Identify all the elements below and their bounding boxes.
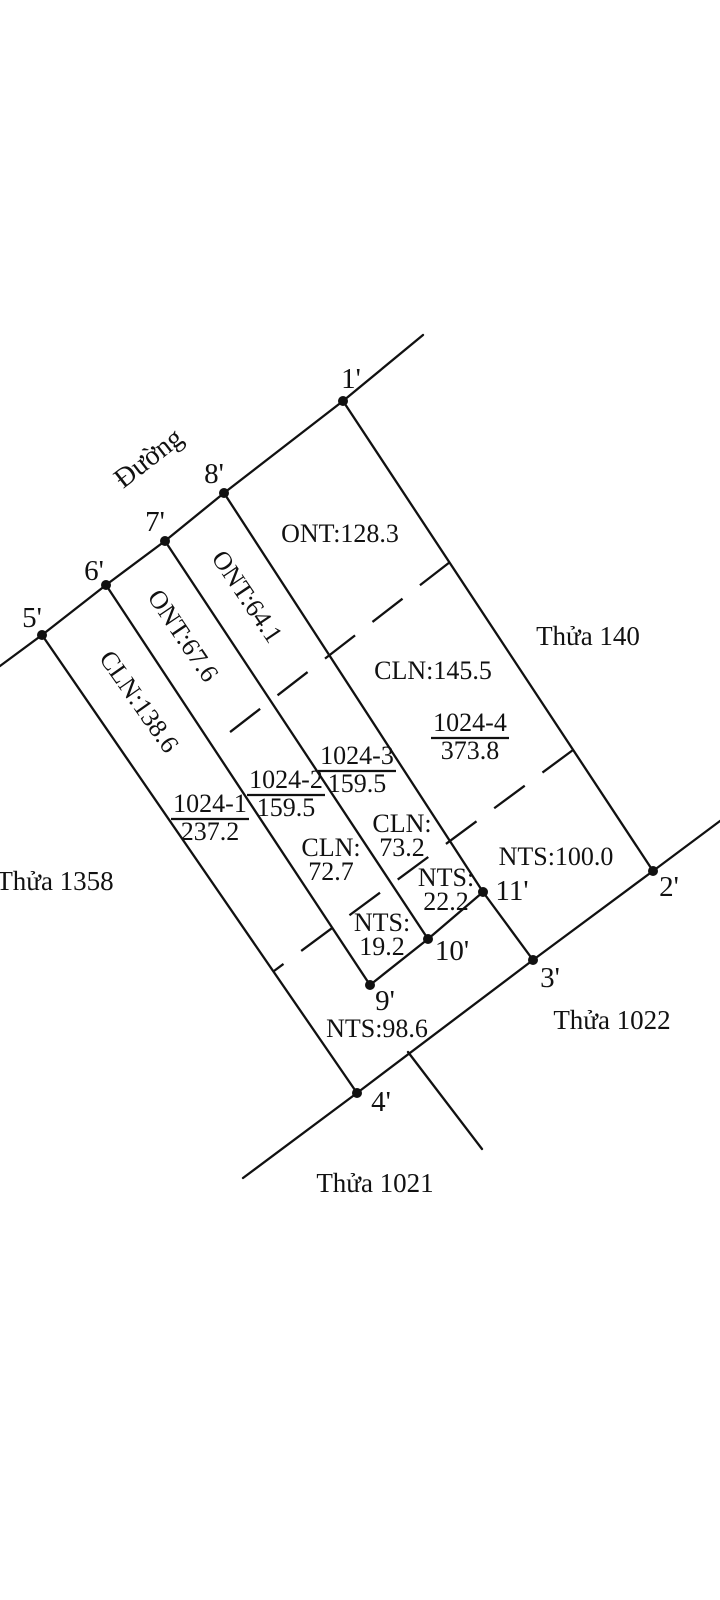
parcel-1024-2-label-id: 1024-2 — [249, 765, 323, 794]
point-label-8: 8' — [204, 458, 224, 490]
thua-1022-label: Thửa 1022 — [553, 1005, 670, 1035]
point-label-11: 11' — [495, 875, 528, 907]
thua-1021-label: Thửa 1021 — [316, 1168, 433, 1198]
point-label-1: 1' — [341, 363, 361, 395]
cln-138-label: CLN:138.6 — [93, 645, 184, 758]
nts-22-label-line1: NTS: — [418, 863, 474, 892]
parcel-1024-3-label-area: 159.5 — [328, 769, 387, 798]
ont-67-label: ONT:67.6 — [142, 584, 225, 687]
boundary-6-9 — [104, 583, 372, 987]
point-label-2: 2' — [659, 871, 679, 903]
cln-73-label-line2: 73.2 — [379, 833, 425, 862]
survey-point-10 — [423, 934, 433, 944]
nts-22-label-line2: 22.2 — [423, 887, 469, 916]
survey-point-6 — [101, 580, 111, 590]
nts-98-label: NTS:98.6 — [326, 1014, 428, 1043]
point-label-6: 6' — [84, 555, 104, 587]
boundary-5-4 — [40, 633, 359, 1095]
point-label-7: 7' — [145, 506, 165, 538]
cln-145-label: CLN:145.5 — [374, 656, 492, 685]
point-label-4: 4' — [371, 1086, 391, 1118]
cln-nts-divider — [273, 749, 574, 972]
ont-cln-divider — [211, 561, 451, 747]
ont-128-label: ONT:128.3 — [281, 519, 399, 548]
survey-point-7 — [160, 536, 170, 546]
boundary-1-2 — [341, 399, 655, 873]
point-label-10: 10' — [435, 935, 469, 967]
point-label-3: 3' — [540, 962, 560, 994]
cln-72-label-line1: CLN: — [301, 833, 360, 862]
step-9-10-11-3 — [368, 890, 535, 987]
survey-point-1 — [338, 396, 348, 406]
survey-point-9 — [365, 980, 375, 990]
boundary-7-10 — [163, 539, 430, 941]
cln-73-label-line1: CLN: — [372, 809, 431, 838]
parcel-1024-3-label-id: 1024-3 — [320, 741, 394, 770]
parcel-1024-4-label-id: 1024-4 — [433, 708, 507, 737]
survey-point-8 — [219, 488, 229, 498]
nts-19-label-line2: 19.2 — [359, 932, 405, 961]
neighbor-branch — [406, 1050, 484, 1151]
nts-19-label-line1: NTS: — [354, 908, 410, 937]
parcel-1024-1-label-id: 1024-1 — [173, 789, 247, 818]
survey-point-5 — [37, 630, 47, 640]
thua-140-label: Thửa 140 — [536, 621, 640, 651]
parcel-1024-1-label-area: 237.2 — [181, 817, 240, 846]
ont-64-label: ONT:64.1 — [206, 545, 289, 648]
nts-100-label: NTS:100.0 — [499, 842, 614, 871]
survey-point-2 — [648, 866, 658, 876]
boundary-8-11 — [222, 491, 485, 894]
survey-point-11 — [478, 887, 488, 897]
point-label-9: 9' — [375, 985, 395, 1017]
parcel-1024-2-label-area: 159.5 — [257, 793, 316, 822]
cln-72-label-line2: 72.7 — [308, 857, 354, 886]
thua-1358-label: Thửa 1358 — [0, 866, 114, 896]
parcel-1024-4-label-area: 373.8 — [441, 736, 500, 765]
road-name-label: Đường — [108, 422, 189, 495]
survey-point-4 — [352, 1088, 362, 1098]
point-label-5: 5' — [22, 602, 42, 634]
survey-point-3 — [528, 955, 538, 965]
